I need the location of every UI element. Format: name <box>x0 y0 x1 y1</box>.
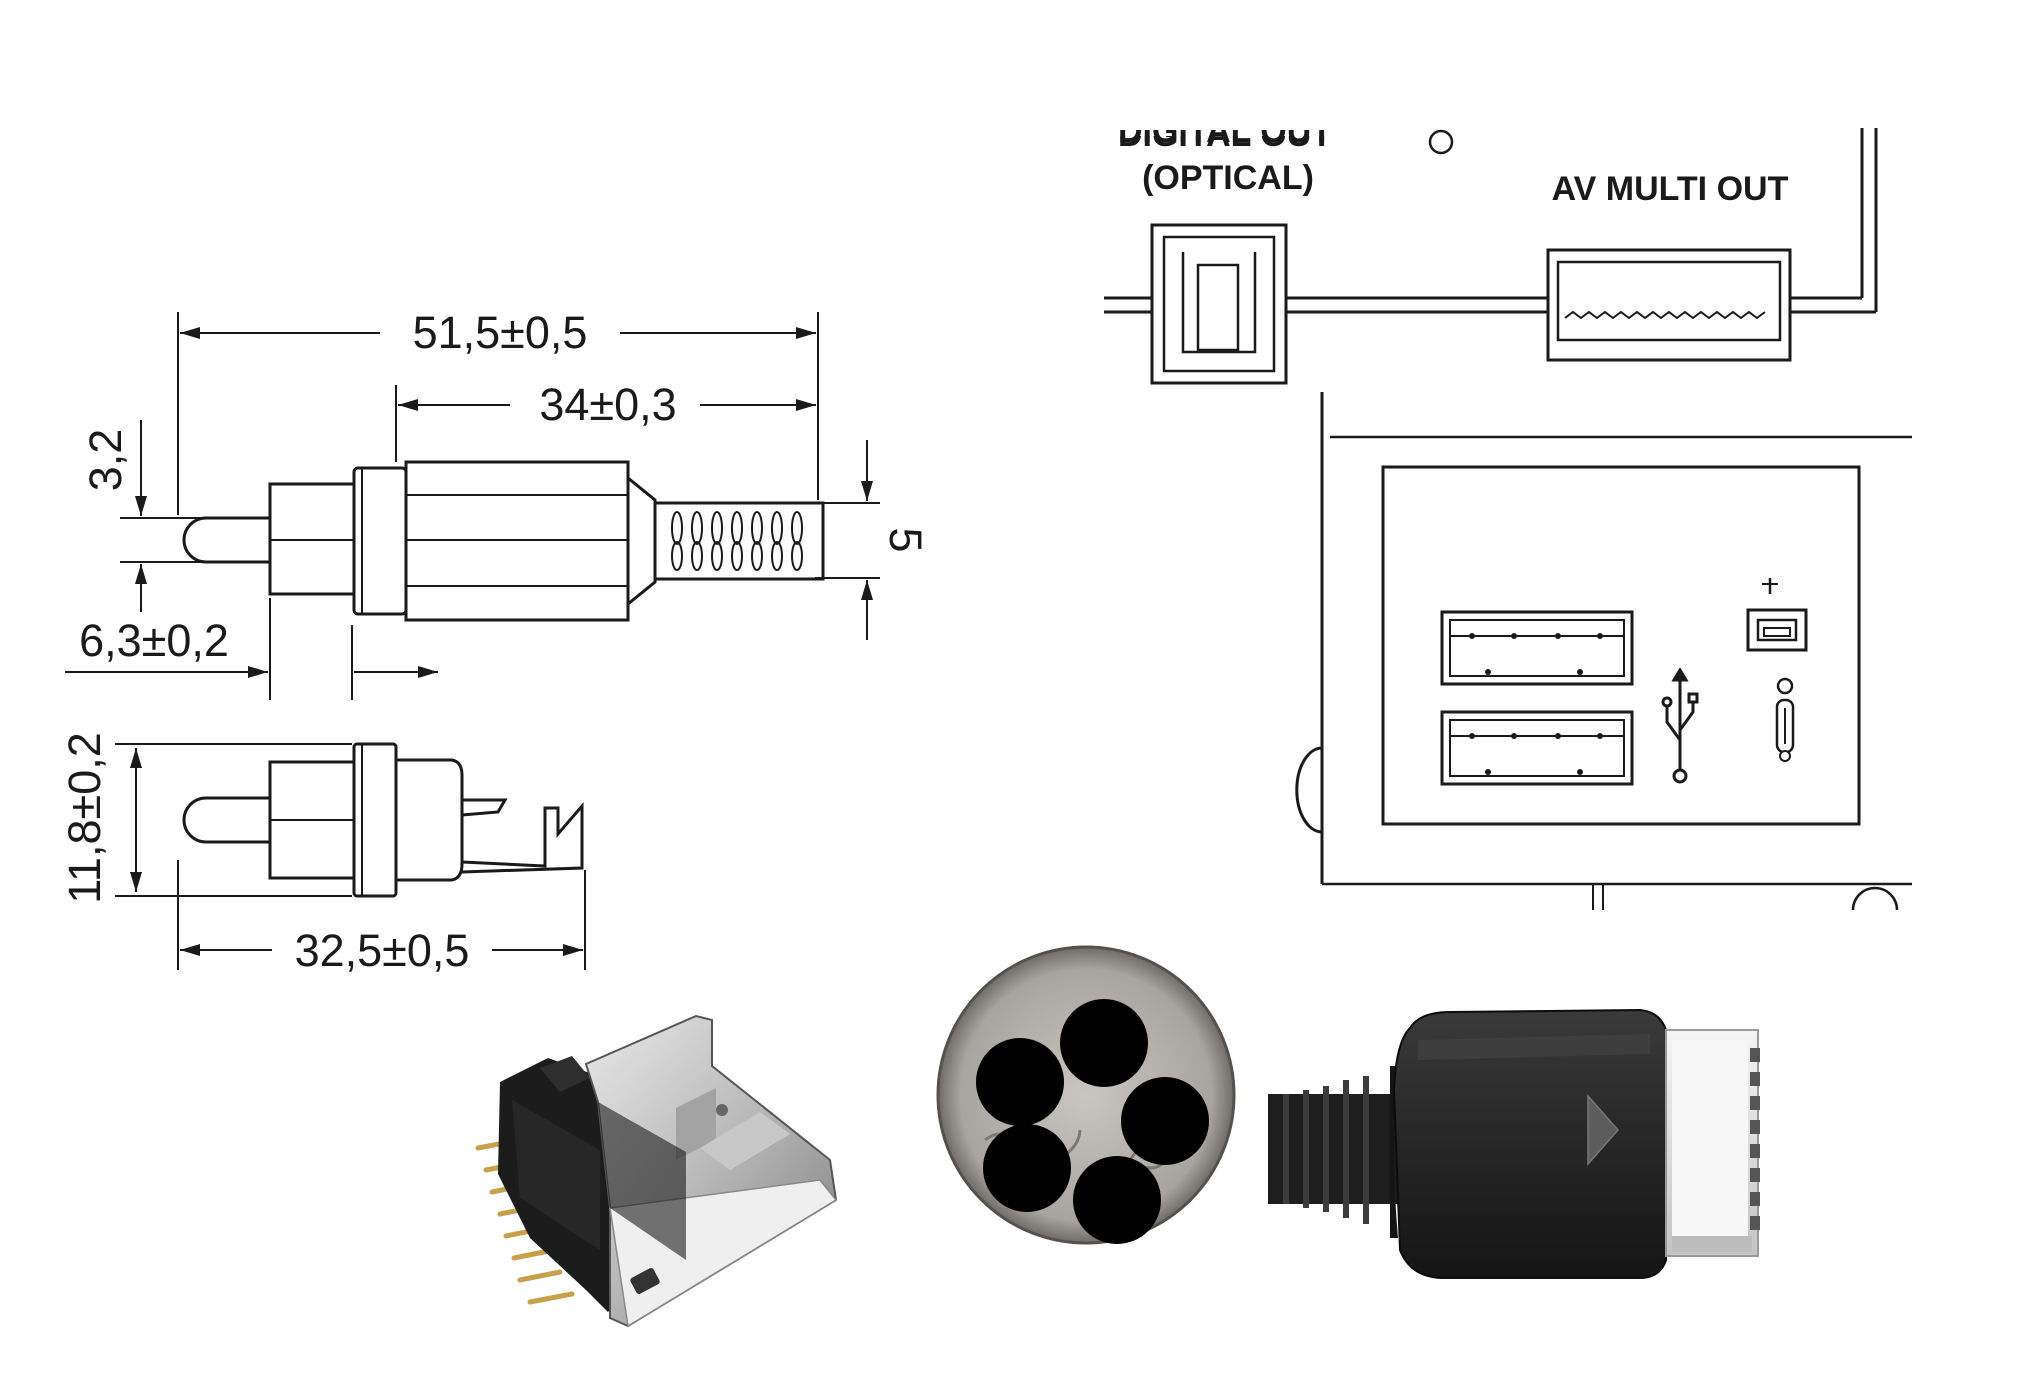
av-multi-out-port <box>1546 248 1792 362</box>
label-av-multi-out: AV MULTI OUT <box>1552 170 1789 208</box>
dim-tip-length: 6,3±0,2 <box>79 615 229 666</box>
usb-port-upper <box>1440 610 1634 686</box>
label-optical: (OPTICAL) <box>1142 159 1314 197</box>
usb-port-lower <box>1440 710 1634 786</box>
rca-plug-side-drawing: 11,8±0,2 32,5±0,5 <box>59 732 586 976</box>
dot-right <box>1121 1077 1209 1165</box>
mini-usb-icon <box>1746 578 1808 762</box>
dot-top <box>1060 999 1148 1087</box>
dim-overall-length: 51,5±0,5 <box>413 307 588 358</box>
dot-bottom-left <box>983 1124 1071 1212</box>
dot-bottom-right <box>1073 1156 1161 1244</box>
dot-left <box>976 1038 1064 1126</box>
strain-relief-ribs <box>671 511 803 571</box>
board-connector-photo <box>475 1014 838 1328</box>
triangle-icon <box>1587 1094 1620 1166</box>
usb-panel <box>1381 465 1861 826</box>
dim-cable-diameter: 5 <box>880 527 931 552</box>
screw-hole <box>1428 129 1454 155</box>
dim-pin-offset: 3,2 <box>80 429 131 492</box>
coin-comparison-photo <box>936 945 1236 1245</box>
cable-plug-photo <box>1268 1008 1760 1279</box>
dim-height: 11,8±0,2 <box>59 732 110 904</box>
dim-body-length: 34±0,3 <box>539 379 676 430</box>
rca-plug-top-drawing: 51,5±0,5 34±0,3 3,2 5 6,3±0,2 <box>65 307 931 700</box>
console-rear-panel: DIGITAL OUT DIGITAL OUT (OPTICAL) AV MUL… <box>1100 100 1912 911</box>
dim-side-length: 32,5±0,5 <box>295 925 470 976</box>
usb-icon <box>1661 667 1699 784</box>
optical-port <box>1150 223 1288 385</box>
